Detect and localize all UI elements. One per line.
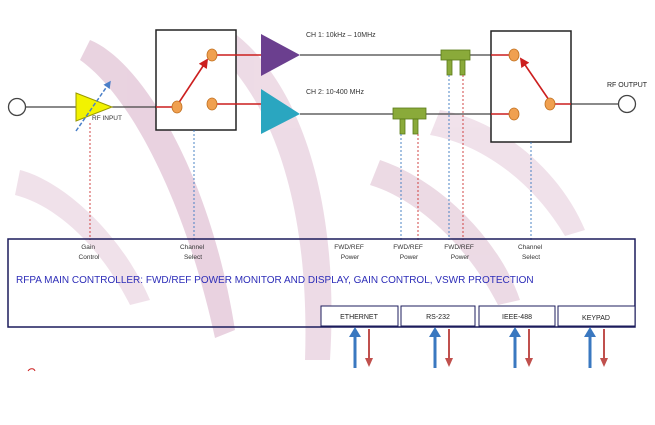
ethernet-io-arrows-icon (349, 327, 373, 368)
channel-1-label: CH 1: 10kHz – 10MHz (306, 32, 376, 39)
interface-ports: ETHERNET RS-232 IEEE-488 KEYPAD (320, 305, 636, 327)
ethernet-port-box (320, 305, 399, 327)
keypad-port-label: KEYPAD (582, 315, 610, 322)
fwd-ref-power-2-label: FWD/REF Power (393, 244, 424, 261)
ieee488-port-label: IEEE-488 (502, 314, 532, 321)
ch2-directional-coupler-icon (392, 107, 427, 135)
rs232-port-box (400, 305, 476, 327)
channel-select-right-label: Channel Select (518, 244, 544, 261)
channel-select-left-label: Channel Select (180, 244, 206, 261)
main-controller-box (7, 238, 636, 328)
channel-2-label: CH 2: 10-400 MHz (306, 89, 364, 96)
rf-input-label: RF INPUT (92, 115, 122, 122)
decorative-mark (27, 368, 36, 372)
ieee488-io-arrows-icon (509, 327, 533, 368)
rf-output-label: RF OUTPUT (607, 82, 648, 89)
ch2-amplifier-icon (261, 89, 300, 134)
control-lines (89, 75, 532, 240)
fwd-ref-power-1-label: FWD/REF Power (334, 244, 365, 261)
keypad-io-arrows-icon (584, 327, 608, 368)
output-channel-switch (490, 30, 572, 143)
rf-input-port-icon (7, 97, 27, 117)
fwd-ref-power-3-label: FWD/REF Power (444, 244, 475, 261)
rs232-port-label: RS-232 (426, 314, 450, 321)
keypad-port-box (557, 305, 636, 327)
io-arrows (349, 327, 608, 368)
gain-control-label: Gain Control (79, 244, 101, 261)
rs232-io-arrows-icon (429, 327, 453, 368)
variable-attenuator-icon (75, 80, 114, 132)
input-channel-switch (155, 29, 237, 131)
ch1-amplifier-icon (261, 34, 300, 76)
controller-title: RFPA MAIN CONTROLLER: FWD/REF POWER MONI… (16, 275, 534, 286)
ch1-directional-coupler-icon (440, 49, 471, 76)
ieee488-port-box (478, 305, 556, 327)
rf-output-port-icon (617, 94, 637, 114)
ethernet-port-label: ETHERNET (340, 314, 378, 321)
